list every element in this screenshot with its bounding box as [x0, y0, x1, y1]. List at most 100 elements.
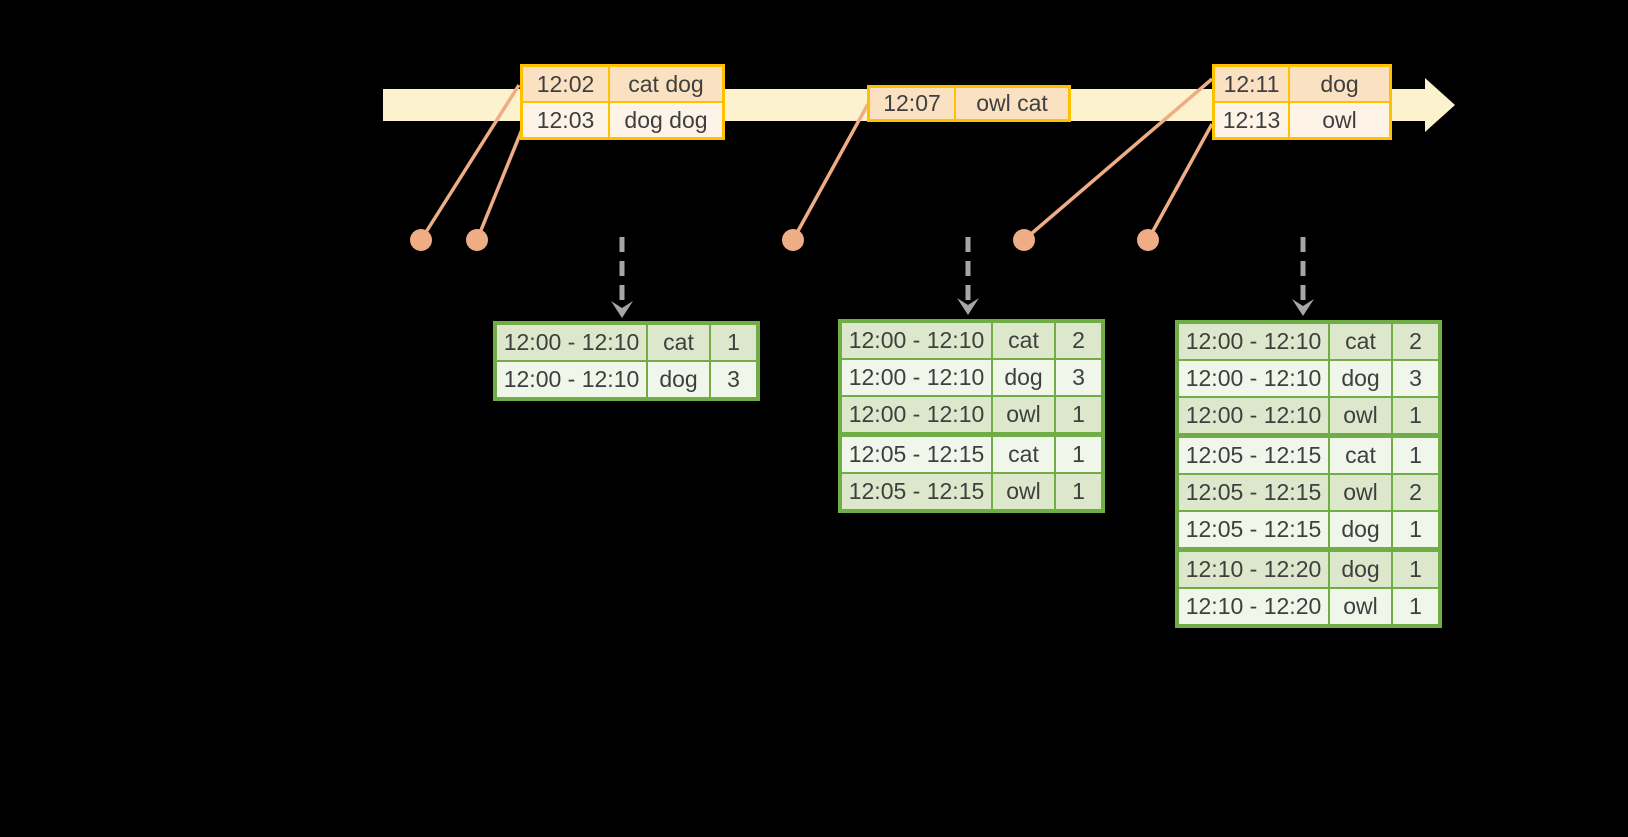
word-cell: dog — [991, 358, 1056, 397]
count-cell: 1 — [1391, 587, 1441, 627]
window-cell: 12:00 - 12:10 — [494, 360, 648, 400]
window-cell: 12:00 - 12:10 — [1176, 321, 1330, 361]
event-connector-line — [475, 126, 525, 241]
word-cell: cat — [1328, 321, 1393, 361]
word-cell: owl — [1328, 396, 1393, 437]
window-cell: 12:10 - 12:20 — [1176, 547, 1330, 589]
count-cell: 1 — [1054, 432, 1104, 474]
count-cell: 2 — [1391, 321, 1441, 361]
count-cell: 1 — [1391, 433, 1441, 475]
word-cell: cat — [1328, 433, 1393, 475]
event-dot — [782, 229, 804, 251]
event-dot — [410, 229, 432, 251]
count-cell: 1 — [709, 322, 759, 362]
time-cell: 12:02 — [520, 64, 610, 103]
trigger-arrow — [957, 237, 979, 315]
event-connector-line — [1022, 77, 1214, 242]
window-cell: 12:00 - 12:10 — [1176, 359, 1330, 398]
word-cell: owl — [1328, 473, 1393, 512]
count-cell: 2 — [1391, 473, 1441, 512]
words-cell: cat dog — [608, 64, 725, 103]
count-cell: 1 — [1391, 396, 1441, 437]
words-cell: dog — [1288, 64, 1392, 103]
word-cell: dog — [1328, 359, 1393, 398]
trigger-arrowhead-icon — [611, 301, 633, 318]
word-cell: owl — [991, 472, 1056, 512]
word-cell: dog — [1328, 547, 1393, 589]
count-cell: 3 — [709, 360, 759, 400]
count-cell: 3 — [1391, 359, 1441, 398]
event-connector-line — [791, 103, 870, 241]
window-cell: 12:10 - 12:20 — [1176, 587, 1330, 627]
event-dot — [1137, 229, 1159, 251]
trigger-arrow — [611, 237, 633, 318]
window-cell: 12:05 - 12:15 — [1176, 433, 1330, 475]
words-cell: owl cat — [954, 85, 1071, 122]
time-cell: 12:03 — [520, 101, 610, 140]
event-time-axis-arrowhead-icon — [1425, 78, 1455, 132]
count-cell: 3 — [1054, 358, 1104, 397]
window-cell: 12:00 - 12:10 — [839, 320, 993, 360]
event-connector-line — [419, 84, 521, 241]
event-dots — [410, 229, 1159, 251]
trigger-arrow — [1292, 237, 1314, 316]
word-cell: dog — [1328, 510, 1393, 551]
time-cell: 12:11 — [1212, 64, 1290, 103]
trigger-arrowhead-icon — [1292, 299, 1314, 316]
count-cell: 1 — [1391, 547, 1441, 589]
word-cell: cat — [646, 322, 711, 362]
word-cell: owl — [991, 395, 1056, 436]
window-cell: 12:05 - 12:15 — [1176, 510, 1330, 551]
event-dot — [466, 229, 488, 251]
word-cell: cat — [991, 432, 1056, 474]
words-cell: dog dog — [608, 101, 725, 140]
window-cell: 12:05 - 12:15 — [839, 472, 993, 512]
window-cell: 12:00 - 12:10 — [1176, 396, 1330, 437]
event-connector-lines — [419, 77, 1214, 242]
window-cell: 12:00 - 12:10 — [839, 395, 993, 436]
window-cell: 12:00 - 12:10 — [494, 322, 648, 362]
trigger-arrowhead-icon — [957, 298, 979, 315]
event-dot — [1013, 229, 1035, 251]
count-cell: 1 — [1054, 395, 1104, 436]
word-cell: dog — [646, 360, 711, 400]
count-cell: 1 — [1054, 472, 1104, 512]
event-connector-line — [1146, 123, 1214, 241]
trigger-arrows — [611, 237, 1314, 318]
words-cell: owl — [1288, 101, 1392, 140]
window-cell: 12:00 - 12:10 — [839, 358, 993, 397]
window-cell: 12:05 - 12:15 — [1176, 473, 1330, 512]
count-cell: 2 — [1054, 320, 1104, 360]
time-cell: 12:13 — [1212, 101, 1290, 140]
word-cell: owl — [1328, 587, 1393, 627]
word-cell: cat — [991, 320, 1056, 360]
time-cell: 12:07 — [867, 85, 956, 122]
count-cell: 1 — [1391, 510, 1441, 551]
